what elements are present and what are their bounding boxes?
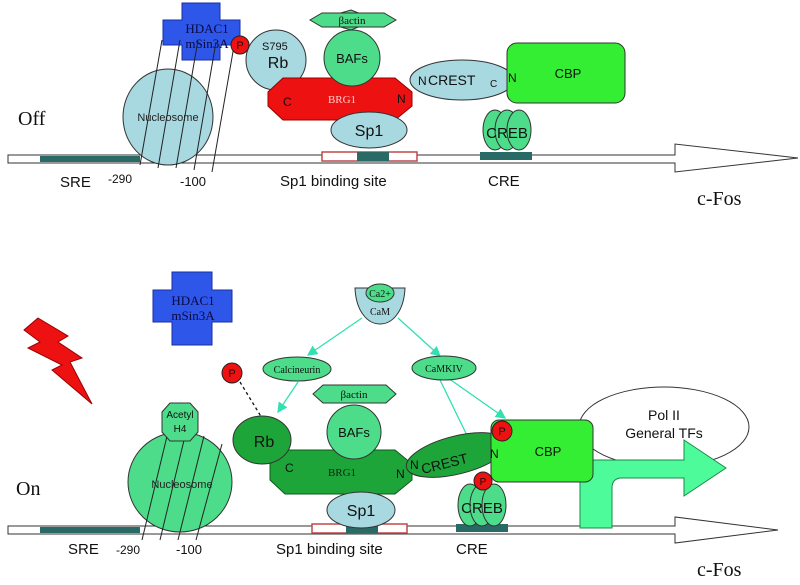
on-brg1-c-terminus: C [285,461,294,475]
on-position-290: -290 [116,543,140,557]
off-position-100: -100 [180,174,206,189]
off-sp1-label: Sp1 [355,123,384,140]
on-dna-wrap-lines [141,431,223,541]
off-cbp-label: CBP [555,66,582,81]
on-brg1-protein [269,449,413,495]
on-sp1-site-core [346,524,378,533]
on-cre-element [456,524,508,532]
on-cbp-label: CBP [535,444,562,459]
calcium-ion [365,283,395,303]
camkiv-label: CaMKIV [425,364,464,375]
off-state-label: Off [18,108,46,130]
off-rb-label: Rb [268,55,289,72]
on-creb-dimer [457,483,507,527]
off-bactin-shape [309,12,397,28]
off-sp1-site-label: Sp1 binding site [280,173,387,190]
on-rb-protein [232,415,292,465]
on-msin3a-label: mSin3A [171,308,215,323]
off-sp1-site-core [357,152,389,161]
off-creb-dimer [482,109,532,151]
on-brg1-n-terminus: N [396,467,405,481]
off-panel: HDAC1 mSin3A Nucleosome Rb S795 P BRG1 C… [7,2,799,210]
general-tfs-label: General TFs [625,425,703,441]
on-cbp-n-terminus: N [490,447,499,461]
off-bafs-label: BAFs [336,51,368,66]
off-cbp-protein [506,42,626,104]
off-phosphate-label: P [236,40,243,52]
off-cre-label: CRE [488,173,520,190]
camkiv [411,355,477,381]
acetyl-h4 [161,402,199,442]
off-sre-element [40,156,140,162]
off-cre-element [480,152,532,160]
on-bactin-shape [312,384,397,404]
calcineurin-label: Calcineurin [274,365,321,376]
on-sp1-label: Sp1 [347,503,376,520]
on-sp1-protein [326,491,396,529]
acetyl-label: Acetyl [166,410,193,421]
released-phosphate [221,362,243,384]
off-ncrest-c-terminus: C [490,79,497,90]
off-msin3a-label: mSin3A [185,36,229,51]
on-hdac1-label: HDAC1 [171,293,214,308]
off-brg1-c-terminus: C [283,95,292,109]
on-sre-element [40,527,140,533]
h4-label: H4 [174,424,187,435]
on-hdac1-complex [152,271,233,346]
cbp-phosphate [491,420,513,442]
off-bactin-label: βactin [339,15,366,27]
off-s795-label: S795 [262,41,288,53]
on-nucleosome-label: Nucleosome [151,479,212,491]
off-creb-label: CREB [486,125,528,142]
off-sp1-protein [330,111,408,149]
on-ncrest-n-terminus: N [410,458,419,472]
off-brg1-label: BRG1 [328,94,356,106]
off-nucleosome [122,68,214,166]
released-phosphate-label: P [228,368,235,380]
off-dna-wrap-lines [139,39,235,173]
off-ncrest-n-terminus: N [418,74,427,88]
cbp-phosphate-label: P [498,426,505,438]
creb-phosphate-label: P [480,477,487,488]
on-bafs-protein [326,404,382,460]
off-nucleosome-label: Nucleosome [137,112,198,124]
off-phosphate-rb [230,35,250,55]
off-brg1-n-terminus: N [397,92,406,106]
off-hdac1-complex [162,2,241,61]
on-bactin-label: βactin [341,389,368,401]
off-gene-label: c-Fos [697,188,742,210]
calcineurin [262,356,332,382]
on-cre-label: CRE [456,541,488,558]
on-sp1-site-label: Sp1 binding site [276,541,383,558]
off-ncrest-label: CREST [428,72,476,88]
cam-label: CaM [370,307,390,318]
off-bafs-protein [323,29,381,87]
pol-ii-label: Pol II [648,407,680,423]
off-position-290: -290 [108,172,132,186]
on-brg1-label: BRG1 [328,467,356,479]
off-sre-label: SRE [60,174,91,191]
on-state-label: On [16,478,40,500]
on-panel: HDAC1 mSin3A Ca2+ CaM Calcineurin CaMKIV… [7,271,779,581]
on-sre-label: SRE [68,541,99,558]
on-gene-label: c-Fos [697,559,742,581]
on-position-100: -100 [176,542,202,557]
ca-label: Ca2+ [369,289,391,300]
on-rb-label: Rb [254,434,275,451]
on-creb-label: CREB [461,500,503,517]
off-hdac1-label: HDAC1 [185,21,228,36]
on-cbp-protein [490,419,594,483]
on-bafs-label: BAFs [338,425,370,440]
creb-phosphate [473,471,493,491]
off-cbp-n-terminus: N [508,71,517,85]
lightning-bolt-icon [23,317,93,405]
